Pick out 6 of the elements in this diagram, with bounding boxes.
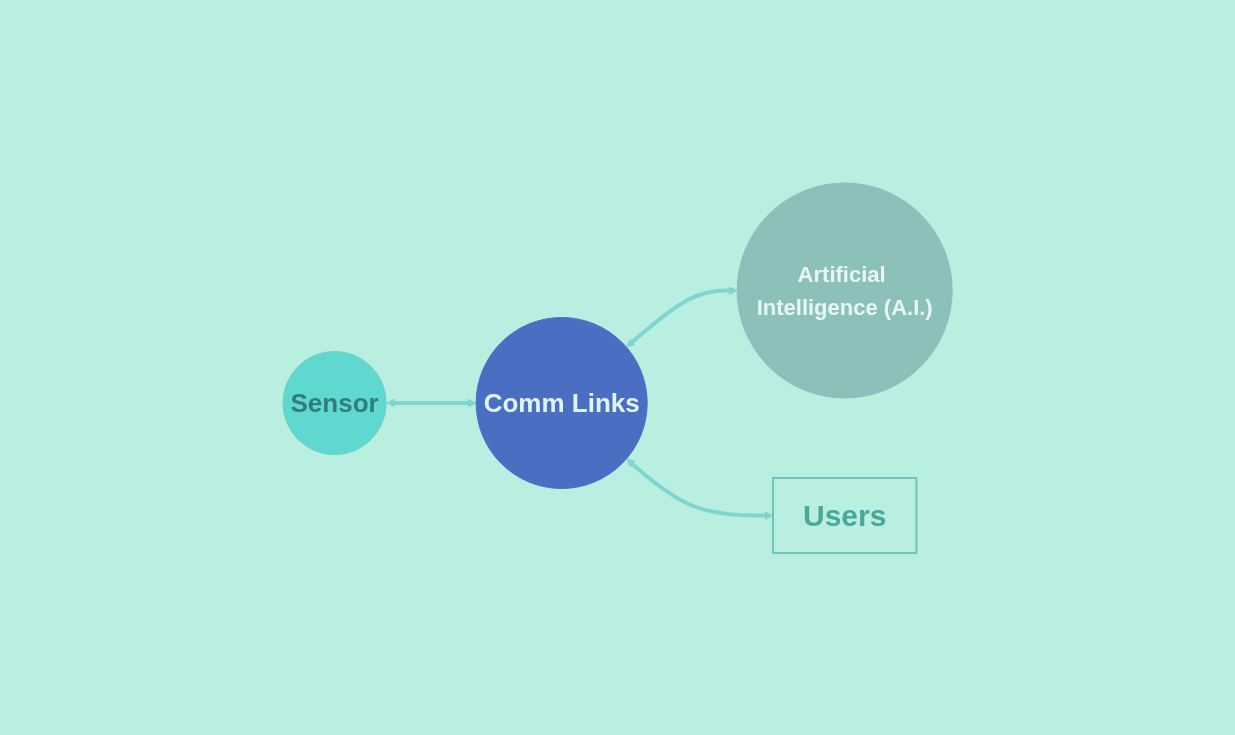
arrow xyxy=(386,398,477,407)
node-box: Users xyxy=(771,476,918,554)
arrow xyxy=(626,285,738,347)
node-circle: Artificial Intelligence (A.I.) xyxy=(736,182,953,398)
node-circle: Comm Links xyxy=(475,316,648,489)
node-circle: Sensor xyxy=(282,350,387,455)
